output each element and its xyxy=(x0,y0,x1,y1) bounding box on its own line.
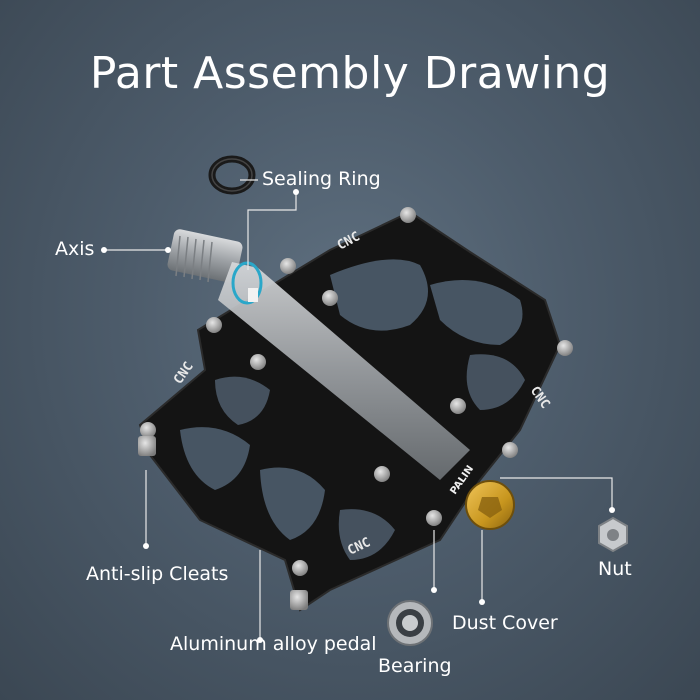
axle xyxy=(167,229,470,480)
label-sealing-ring: Sealing Ring xyxy=(262,168,381,190)
cleat-pins xyxy=(138,207,573,610)
leader-dots xyxy=(101,189,615,643)
label-nut: Nut xyxy=(598,558,632,580)
sealing-ring-part xyxy=(208,155,256,195)
label-anti-slip-cleats: Anti-slip Cleats xyxy=(86,563,229,585)
label-aluminum-alloy-pedal: Aluminum alloy pedal xyxy=(170,633,377,655)
label-bearing: Bearing xyxy=(378,655,452,677)
dust-cover xyxy=(465,480,515,530)
label-axis: Axis xyxy=(55,238,95,260)
label-dust-cover: Dust Cover xyxy=(452,612,558,634)
axle-logo-mark xyxy=(248,288,258,302)
leader-lines xyxy=(104,179,613,640)
bearing-part xyxy=(387,600,433,646)
nut-part xyxy=(598,516,628,553)
sealing-ring-highlight xyxy=(231,261,263,305)
page-title: Part Assembly Drawing xyxy=(89,48,611,99)
